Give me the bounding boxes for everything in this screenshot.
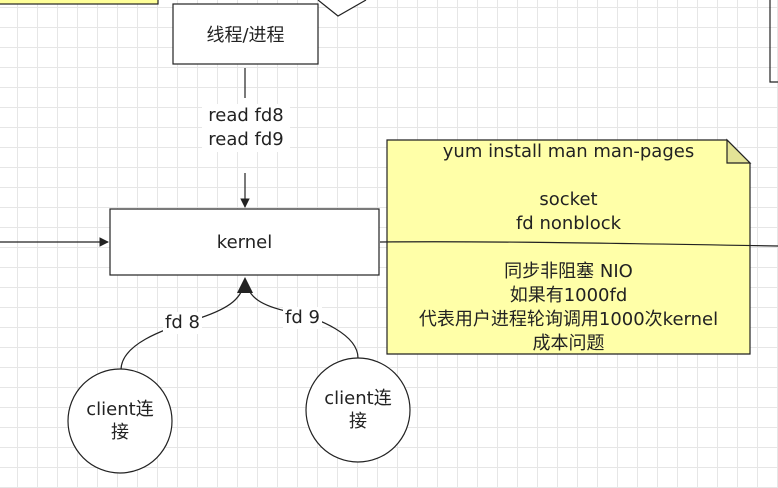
kernel-label: kernel <box>216 231 273 253</box>
kernel-box[interactable] <box>109 208 380 276</box>
partial-note-top-left <box>0 0 159 5</box>
client-right-circle[interactable] <box>305 357 411 463</box>
note-line-socket: socket <box>539 189 598 210</box>
thread-process-box[interactable] <box>172 3 319 65</box>
note-text: yum install man man-pages socket fd nonb… <box>387 140 750 356</box>
note-line-1000fd: 如果有1000fd <box>509 285 628 306</box>
edge-label-read-fds: read fd8 read fd9 <box>202 104 290 152</box>
note-line-nonblock: fd nonblock <box>515 213 622 234</box>
note-shape[interactable] <box>386 139 751 355</box>
client-left-label: client连 接 <box>86 399 154 443</box>
client-right-label: client连 接 <box>324 388 392 432</box>
edge-label-fd9: fd 9 <box>283 307 322 329</box>
note-line-cost: 成本问题 <box>532 333 605 354</box>
note-line-nio: 同步非阻塞 NIO <box>504 261 633 282</box>
arrowhead-kernel-bottom <box>237 277 253 293</box>
client-left-circle[interactable] <box>67 368 173 474</box>
partial-box-top-right <box>769 0 778 83</box>
partial-diamond-top <box>317 0 367 17</box>
note-line-yum: yum install man man-pages <box>442 141 695 162</box>
note-line-polling: 代表用户进程轮询调用1000次kernel <box>418 309 719 330</box>
edge-label-fd8: fd 8 <box>163 312 202 334</box>
thread-process-label: 线程/进程 <box>206 25 285 46</box>
edge-kernel-right <box>379 241 778 247</box>
note-fold <box>726 138 752 164</box>
